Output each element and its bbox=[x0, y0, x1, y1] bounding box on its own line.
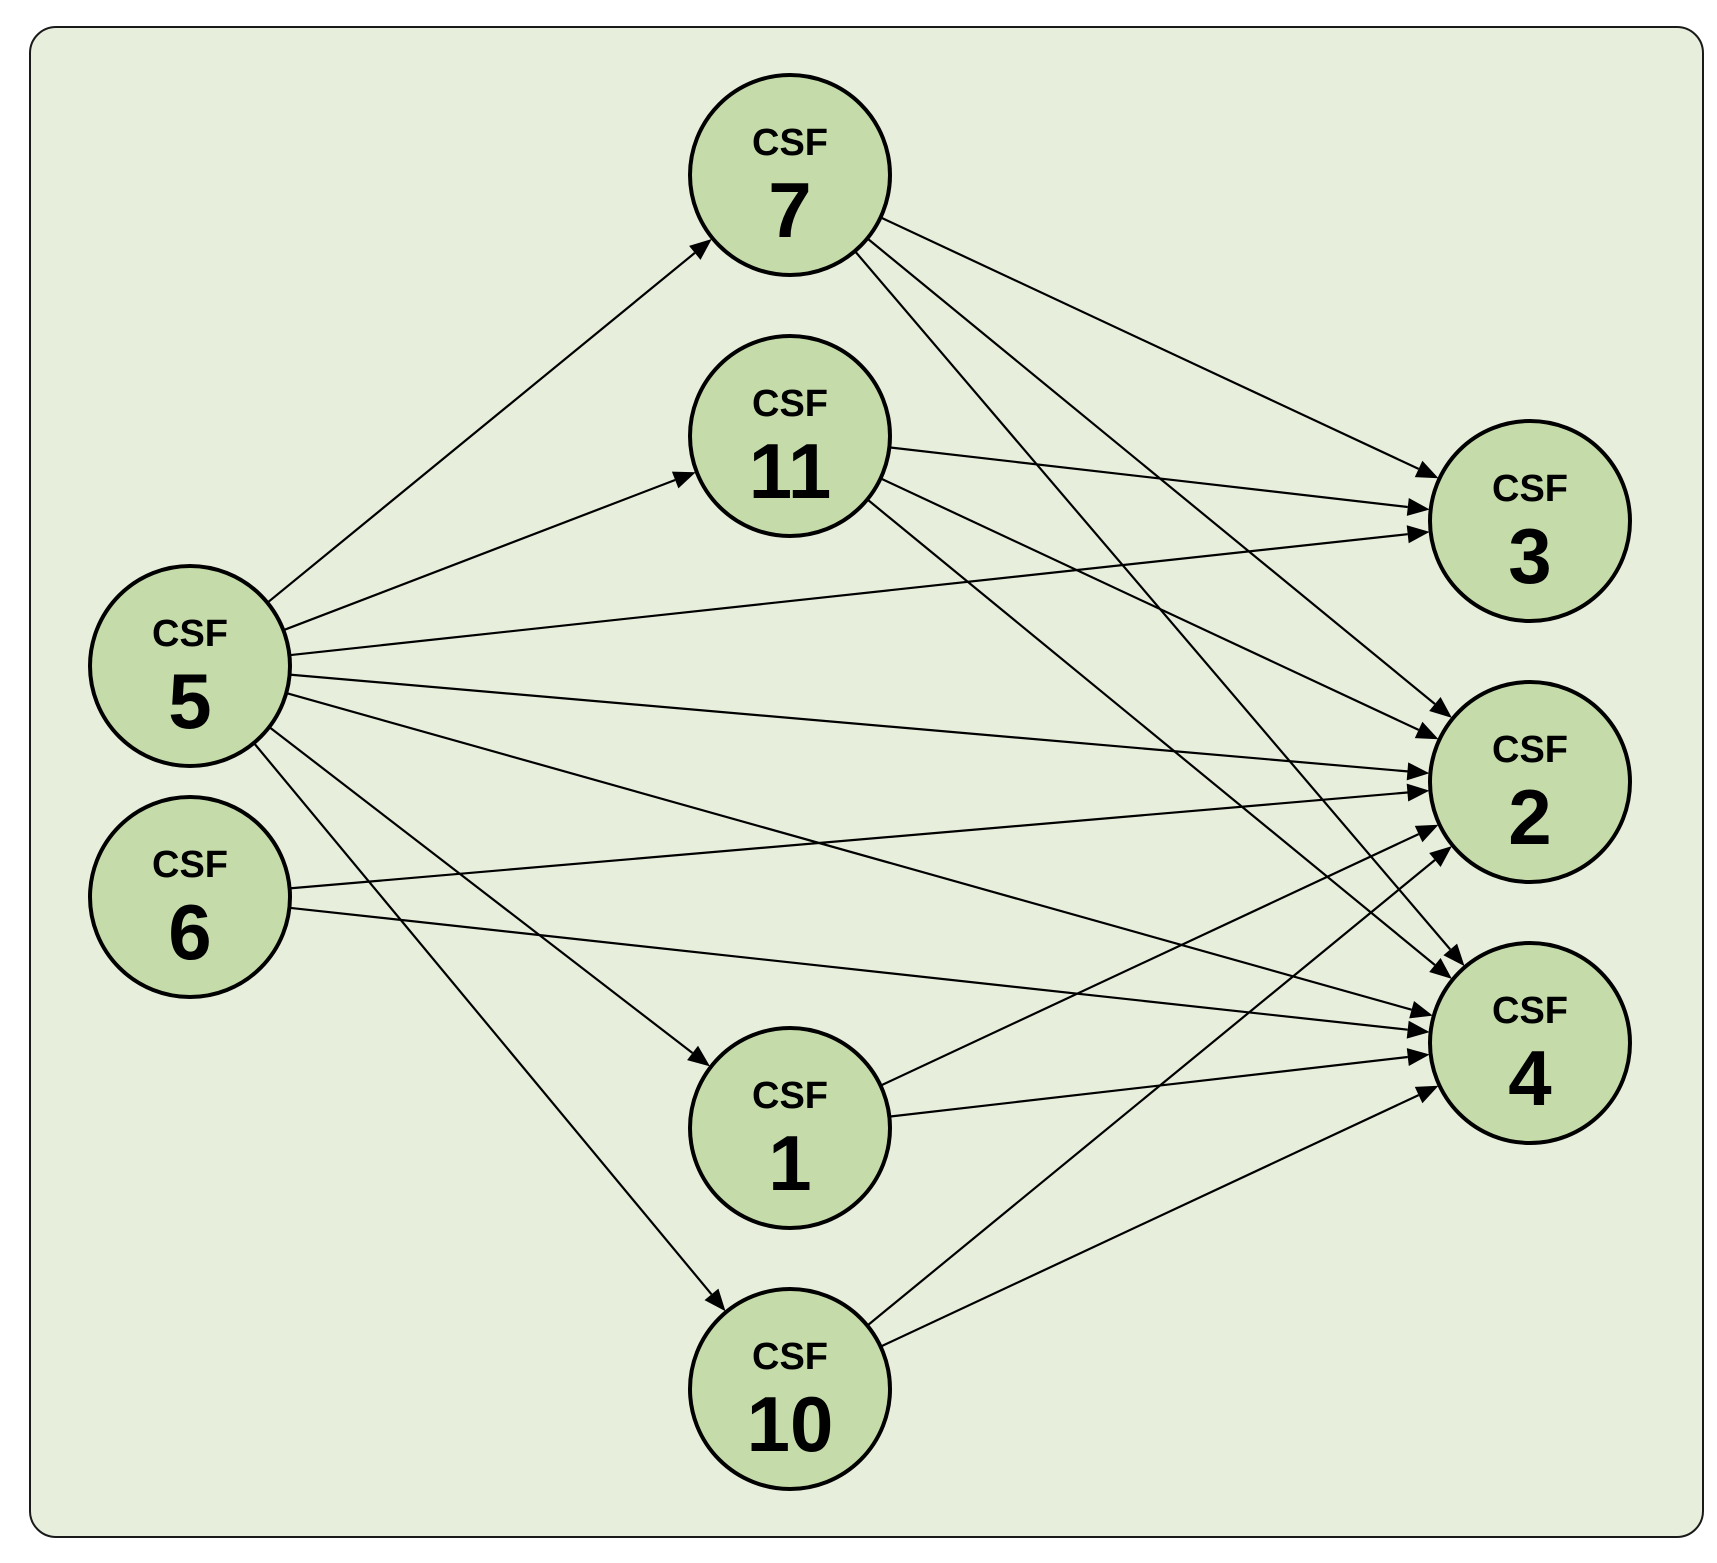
node-number-label: 2 bbox=[1508, 773, 1551, 861]
node-number-label: 1 bbox=[768, 1119, 811, 1207]
node-circle bbox=[688, 334, 892, 538]
edge-line bbox=[289, 791, 1408, 890]
arrowhead-icon bbox=[1406, 762, 1430, 781]
edge-line bbox=[866, 237, 1436, 705]
edge-line bbox=[866, 498, 1436, 966]
arrowhead-icon bbox=[687, 1045, 710, 1067]
edge-csf5-to-csf11 bbox=[283, 471, 696, 632]
node-circle bbox=[1428, 680, 1632, 884]
edge-csf7-to-csf3 bbox=[880, 216, 1439, 479]
node-circle bbox=[688, 1287, 892, 1491]
arrowhead-icon bbox=[1409, 1001, 1433, 1019]
edge-line bbox=[266, 252, 696, 604]
edge-csf11-to-csf4 bbox=[866, 498, 1452, 979]
edge-csf6-to-csf2 bbox=[289, 783, 1430, 890]
arrowhead-icon bbox=[689, 239, 712, 260]
arrowhead-icon bbox=[1414, 824, 1439, 843]
node-circle bbox=[88, 795, 292, 999]
edge-csf1-to-csf2 bbox=[880, 824, 1439, 1087]
edge-line bbox=[289, 906, 1408, 1031]
node-prefix-label: CSF bbox=[752, 1336, 828, 1378]
edges-layer bbox=[253, 216, 1465, 1348]
node-prefix-label: CSF bbox=[752, 383, 828, 425]
node-number-label: 5 bbox=[168, 657, 211, 745]
arrowhead-icon bbox=[1414, 721, 1439, 740]
edge-csf5-to-csf2 bbox=[289, 673, 1430, 781]
node-prefix-label: CSF bbox=[1492, 468, 1568, 510]
node-number-label: 3 bbox=[1508, 512, 1551, 600]
arrowhead-icon bbox=[1443, 943, 1465, 967]
edge-line bbox=[866, 859, 1436, 1327]
node-prefix-label: CSF bbox=[1492, 990, 1568, 1032]
arrowhead-icon bbox=[1406, 1020, 1430, 1039]
arrowhead-icon bbox=[1429, 958, 1452, 979]
edge-line bbox=[283, 478, 676, 632]
edge-csf10-to-csf4 bbox=[880, 1085, 1439, 1348]
edge-line bbox=[289, 533, 1408, 657]
edge-csf5-to-csf1 bbox=[268, 726, 710, 1067]
edge-line bbox=[253, 742, 713, 1296]
node-prefix-label: CSF bbox=[752, 122, 828, 164]
node-circle bbox=[1428, 419, 1632, 623]
edge-csf5-to-csf3 bbox=[289, 525, 1430, 657]
edge-line bbox=[880, 833, 1420, 1087]
node-number-label: 11 bbox=[749, 427, 831, 515]
node-circle bbox=[688, 73, 892, 277]
edge-csf7-to-csf4 bbox=[854, 250, 1465, 967]
edge-line bbox=[880, 477, 1420, 731]
arrowhead-icon bbox=[1406, 498, 1430, 516]
edge-line bbox=[880, 1094, 1420, 1348]
arrowhead-icon bbox=[1429, 846, 1452, 867]
arrowhead-icon bbox=[1414, 460, 1439, 479]
arrowhead-icon bbox=[1414, 1085, 1439, 1104]
edge-csf11-to-csf2 bbox=[880, 477, 1439, 740]
node-number-label: 6 bbox=[168, 888, 211, 976]
edge-line bbox=[889, 446, 1408, 509]
diagram-panel bbox=[29, 26, 1704, 1538]
arrowhead-icon bbox=[704, 1288, 726, 1312]
edge-csf10-to-csf2 bbox=[866, 846, 1452, 1327]
node-prefix-label: CSF bbox=[152, 844, 228, 886]
node-number-label: 7 bbox=[768, 166, 811, 254]
node-circle bbox=[88, 564, 292, 768]
arrowhead-icon bbox=[671, 471, 696, 489]
arrowhead-icon bbox=[1406, 783, 1430, 802]
node-number-label: 10 bbox=[747, 1380, 834, 1468]
node-circle bbox=[1428, 941, 1632, 1145]
edge-csf6-to-csf4 bbox=[289, 906, 1430, 1039]
edge-line bbox=[889, 1055, 1408, 1118]
edge-csf5-to-csf10 bbox=[253, 742, 726, 1312]
edge-csf1-to-csf4 bbox=[889, 1048, 1430, 1118]
node-prefix-label: CSF bbox=[752, 1075, 828, 1117]
edge-csf7-to-csf2 bbox=[866, 237, 1452, 718]
edge-line bbox=[286, 692, 1412, 1011]
edge-csf5-to-csf7 bbox=[266, 239, 712, 604]
arrowhead-icon bbox=[1429, 697, 1452, 718]
arrowhead-icon bbox=[1406, 525, 1430, 544]
edge-line bbox=[880, 216, 1420, 470]
arrowhead-icon bbox=[1406, 1048, 1430, 1066]
edge-csf5-to-csf4 bbox=[286, 692, 1433, 1019]
node-number-label: 4 bbox=[1508, 1034, 1551, 1122]
node-prefix-label: CSF bbox=[152, 613, 228, 655]
edge-line bbox=[268, 726, 694, 1054]
edge-line bbox=[854, 250, 1452, 951]
edge-csf11-to-csf3 bbox=[889, 446, 1430, 516]
edge-line bbox=[289, 673, 1408, 773]
node-circle bbox=[688, 1026, 892, 1230]
node-prefix-label: CSF bbox=[1492, 729, 1568, 771]
